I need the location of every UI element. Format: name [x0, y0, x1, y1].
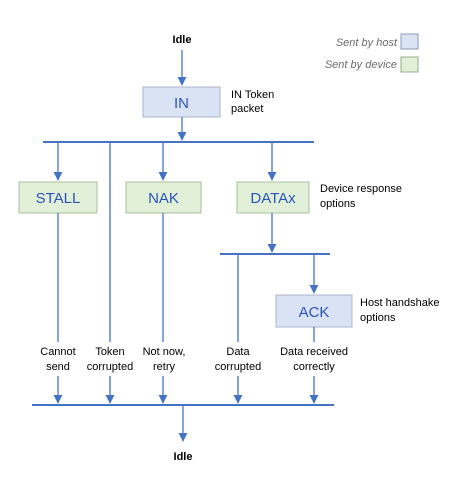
outcome-data-corrupted: Data corrupted [212, 342, 264, 376]
outcome-label: Data received [280, 346, 348, 358]
outcome-label: Cannot [40, 346, 75, 358]
stall-label: STALL [36, 190, 81, 207]
nak-box [125, 181, 202, 214]
outcome-data-received: Data received correctly [276, 342, 352, 376]
outcome-cannot-send: Cannot send [36, 342, 80, 376]
outcome-label: send [46, 361, 70, 373]
ack-label: ACK [299, 304, 330, 321]
outcome-token-corrupted: Token corrupted [84, 342, 136, 376]
outcome-label: correctly [293, 361, 335, 373]
handshake-note-line1: Host handshake [360, 297, 440, 309]
outcome-label: Not now, [143, 346, 186, 358]
outcome-label: Data [226, 346, 250, 358]
in-token-label: IN [174, 95, 189, 112]
outcome-label: corrupted [215, 361, 261, 373]
in-token-note-line2: packet [231, 103, 263, 115]
outcome-label: corrupted [87, 361, 133, 373]
nak-label: NAK [148, 190, 179, 207]
outcome-not-now-retry: Not now, retry [139, 342, 189, 376]
device-response-note-line1: Device response [320, 183, 402, 195]
legend-host-swatch [400, 33, 419, 50]
in-token-note-line1: IN Token [231, 89, 274, 101]
end-idle-label: Idle [174, 451, 193, 463]
device-response-note-line2: options [320, 198, 356, 210]
start-idle-label: Idle [173, 34, 192, 46]
datax-label: DATAx [250, 190, 296, 207]
legend-device-label: Sent by device [325, 59, 397, 71]
ack-box [275, 294, 353, 328]
handshake-note-line2: options [360, 312, 396, 324]
stall-box [18, 181, 98, 214]
outcome-label: retry [153, 361, 176, 373]
outcome-label: Token [95, 346, 124, 358]
legend-device-swatch [400, 56, 419, 73]
legend-host-label: Sent by host [336, 37, 398, 49]
datax-box [236, 181, 310, 214]
